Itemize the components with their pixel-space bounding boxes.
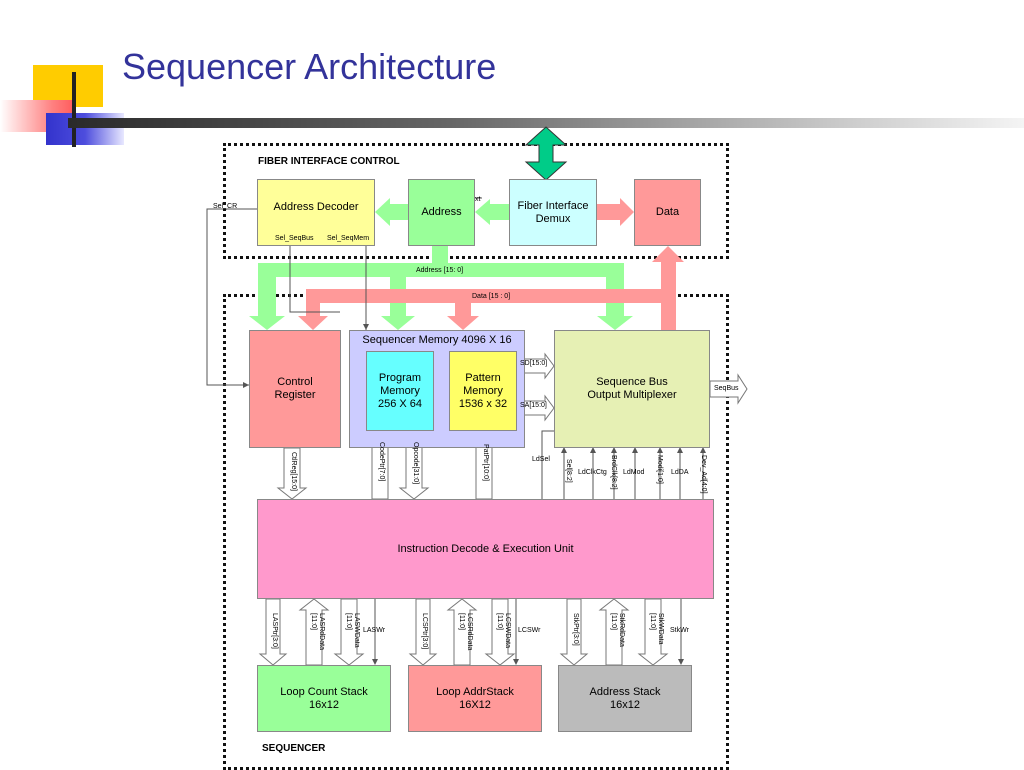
sel-seqbus-wire <box>289 246 340 313</box>
sel-label: Sel[8:2] <box>565 459 572 483</box>
program-memory-block: Program Memory 256 X 64 <box>366 351 434 431</box>
data-bus-up <box>652 246 684 330</box>
data-bus-drop-mem <box>447 303 479 330</box>
stkwdata-label: StkWData [11:0] <box>649 613 664 645</box>
sequence-bus-mux-block: Sequence Bus Output Multiplexer <box>554 330 710 448</box>
stkwr-label: StkWr <box>670 627 689 634</box>
lasptr-label: LASPtr[3:0] <box>271 613 278 649</box>
control-register-block: Control Register <box>249 330 341 448</box>
data-bus-horizontal <box>306 289 676 303</box>
address-bus-stem <box>432 245 448 265</box>
modi-label: Modi[1:0] <box>656 455 663 484</box>
seqbus-label: SeqBus <box>714 385 739 392</box>
address-to-decoder-arrow <box>375 198 408 226</box>
sel-seqmem-label: Sel_SeqMem <box>327 235 370 242</box>
laswdata-arrow <box>333 598 365 666</box>
fiber-interface-region <box>223 143 729 259</box>
lcswdata-label: LCSWData [11:0] <box>496 613 511 649</box>
demux-to-data-arrow <box>597 198 634 226</box>
lasrddata-arrow <box>298 598 330 666</box>
ldsel-label: LdSel <box>532 456 550 463</box>
sa-label: SA[15:0] <box>520 402 547 409</box>
address-decoder-block: Address Decoder <box>257 179 375 246</box>
address-bus-drop-mux <box>597 277 633 330</box>
sequencer-label: SEQUENCER <box>262 743 326 754</box>
laswr-label: LASWr <box>363 627 386 634</box>
loop-addr-stack-block: Loop AddrStack 16X12 <box>408 665 542 732</box>
patptr-label: PatPtr[10:0] <box>482 444 489 481</box>
lcsptr-label: LCSPtr[3:0] <box>421 613 428 650</box>
corner-vertical-line <box>72 72 76 147</box>
address-bus-drop-cr <box>249 277 285 330</box>
loop-count-stack-block: Loop Count Stack 16x12 <box>257 665 391 732</box>
ldsel-wire <box>541 430 554 499</box>
data-block: Data <box>634 179 701 246</box>
lcsptr-arrow <box>408 598 438 666</box>
sequencer-memory-label: Sequencer Memory 4096 X 16 <box>362 334 512 346</box>
fiber-interface-demux-block: Fiber Interface Demux <box>509 179 597 246</box>
ldda-label: LdDA <box>671 469 689 476</box>
pattern-memory-block: Pattern Memory 1536 x 32 <box>449 351 517 431</box>
data-bus-label: Data [15 : 0] <box>472 293 511 300</box>
title-rule <box>68 118 1024 128</box>
stkwdata-arrow <box>637 598 669 666</box>
address-block: Address <box>408 179 475 246</box>
ctlreg-arrow <box>276 447 308 500</box>
codeptr-label: CodePtr[7:0] <box>378 442 385 482</box>
address-bus-label: Address [15: 0] <box>416 267 464 274</box>
ctlreg-label: CtlReg[15:0] <box>290 452 297 491</box>
ldclkctg-label: LdClkCtg <box>578 469 607 476</box>
stkrddata-arrow <box>598 598 630 666</box>
brdclk-label: BrdClk[8:2] <box>610 455 617 490</box>
data-bus-drop-cr <box>298 303 328 330</box>
address-bus-drop-mem <box>381 277 415 330</box>
seqbus-arrow <box>709 373 748 405</box>
stkrddata-label: StkRdData [11:0] <box>610 613 625 647</box>
sel-seqbus-label: Sel_SeqBus <box>275 235 314 242</box>
xt-label: xt <box>475 196 481 203</box>
address-bus-horizontal <box>258 263 624 277</box>
laswdata-label: LASWData [11:0] <box>345 613 360 648</box>
sd-label: SD[15:0] <box>520 360 548 367</box>
sel-cr-label: Sel_CR <box>213 203 238 210</box>
slide-title: Sequencer Architecture <box>122 46 497 87</box>
fiber-interface-control-label: FIBER INTERFACE CONTROL <box>258 156 400 167</box>
sel-cr-wire <box>206 208 257 386</box>
lcsrddata-label: LCSRdData [11:0] <box>458 613 473 651</box>
lasrddata-label: LASRdData [11:0] <box>310 613 325 650</box>
ldmod-label: LdMod <box>623 469 645 476</box>
lcsrddata-arrow <box>446 598 478 666</box>
address-stack-block: Address Stack 16x12 <box>558 665 692 732</box>
dev-ad-label: Dev_Ad[4:0] <box>700 455 707 494</box>
lcswr-label: LCSWr <box>518 627 541 634</box>
stkptr-arrow <box>559 598 589 666</box>
lasptr-arrow <box>258 598 288 666</box>
demux-to-address-arrow <box>475 199 509 225</box>
opcode-label: Opcode[31:0] <box>412 442 419 485</box>
instruction-decode-block: Instruction Decode & Execution Unit <box>257 499 714 599</box>
stkptr-label: StkPtr[3:0] <box>572 613 579 646</box>
fiber-bus-arrow <box>524 126 568 181</box>
lcswdata-arrow <box>484 598 516 666</box>
